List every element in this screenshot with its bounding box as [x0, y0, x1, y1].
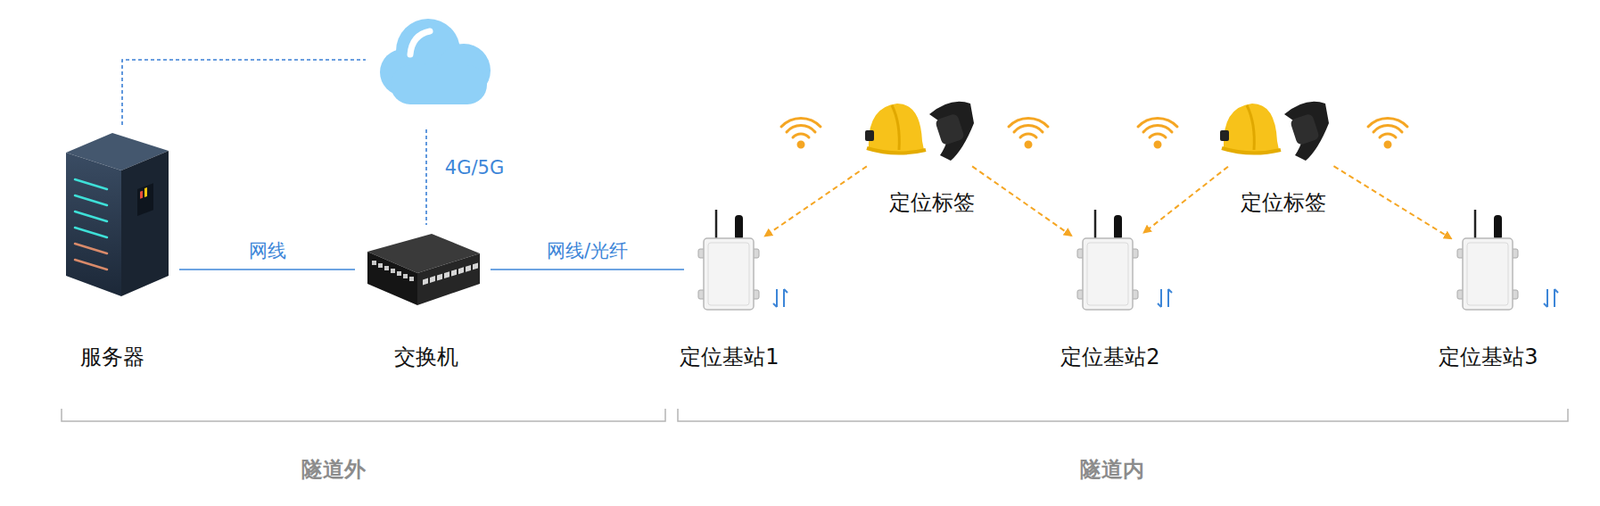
signal-arrow: [972, 165, 1072, 235]
tag-icon: [865, 96, 975, 164]
bs-icon: [1455, 209, 1520, 313]
node-label: 定位基站1: [679, 344, 779, 371]
node-label: 交换机: [394, 344, 459, 371]
bs-icon: [1075, 209, 1140, 313]
node-label: 定位基站3: [1438, 344, 1538, 371]
cable-line: [490, 268, 685, 271]
transfer-symbol: [773, 288, 1559, 307]
cable-line: [179, 268, 355, 271]
bs-node: 定位基站1: [679, 209, 779, 370]
tag-node: 定位标签: [1220, 96, 1330, 215]
cable-label: 网线: [245, 239, 290, 263]
network-label: 4G/5G: [445, 156, 504, 180]
node-label: 服务器: [80, 344, 145, 371]
switch-node: 交换机: [367, 233, 480, 370]
cable-label: 网线/光纤: [543, 239, 632, 263]
node-label: 定位标签: [1240, 189, 1327, 216]
server-icon: [65, 132, 169, 297]
cloud-icon: [379, 18, 491, 105]
wireless-link: [122, 59, 366, 125]
bs-node: 定位基站3: [1438, 209, 1538, 370]
node-label: 定位基站2: [1060, 344, 1160, 371]
signal-arrow: [1144, 166, 1229, 233]
tag-node: 定位标签: [865, 96, 975, 215]
region-bracket: [677, 408, 1568, 421]
region-label: 隧道内: [1080, 456, 1145, 483]
signal-arrow: [765, 165, 867, 236]
bs-icon: [696, 209, 761, 313]
switch-icon: [367, 233, 480, 306]
wireless-link: [425, 129, 428, 225]
bs-node: 定位基站2: [1060, 209, 1160, 370]
signal-arrow: [1333, 165, 1451, 239]
tag-icon: [1220, 96, 1330, 164]
region-label: 隧道外: [301, 456, 366, 483]
node-label: 定位标签: [889, 189, 975, 216]
region-bracket: [61, 408, 666, 421]
server-node: 服务器: [65, 132, 169, 370]
